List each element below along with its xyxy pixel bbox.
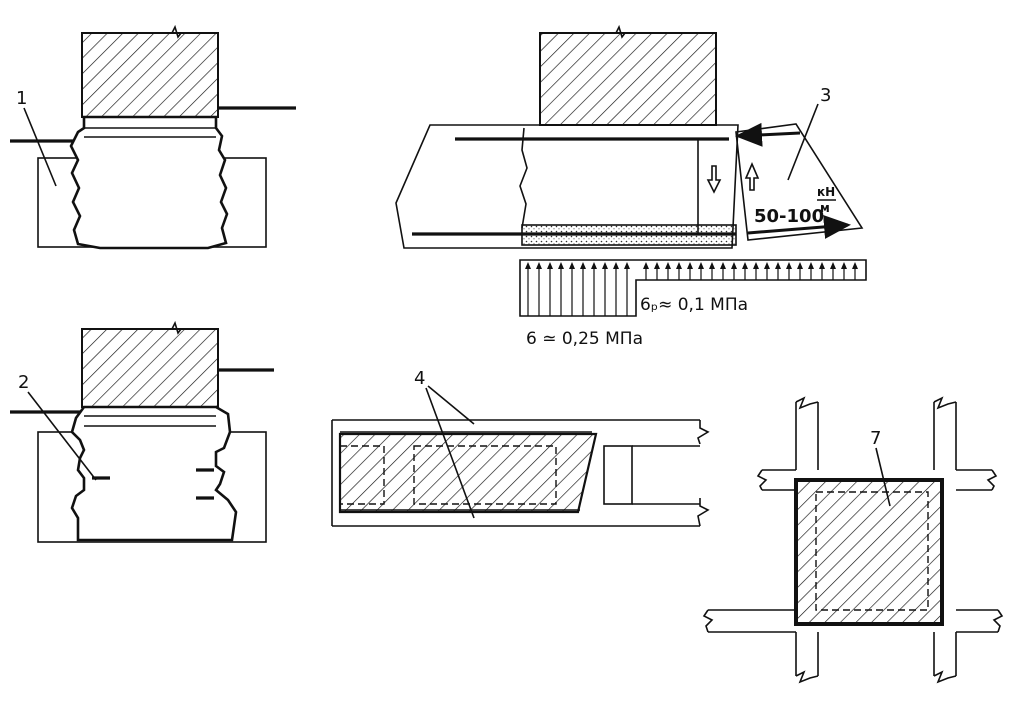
pressure-arrowhead [731,262,737,269]
pressure-arrowhead [720,262,726,269]
pressure-arrowhead [591,262,597,269]
break-mark [702,609,714,633]
force-value: 50-100 [754,206,824,227]
stress-p-label: 6ₚ≈ 0,1 МПа [640,295,748,315]
force-unit-numerator: кН [817,185,835,199]
pressure-arrowhead [687,262,693,269]
callout-1: 1 [16,88,27,109]
pressure-arrowhead [808,262,814,269]
strip-bottom-left [708,609,796,633]
pressure-arrowhead [709,262,715,269]
strip-top-right [956,469,992,491]
hatched-cell [794,478,944,626]
down-arrow-icon [706,165,722,194]
strip-left-bottom [795,632,819,676]
break-mark [795,396,819,410]
break-mark [615,24,626,39]
panel-3-prestressed-slab: 3 50-100 кН м 6ₚ≈ 0,1 МПа 6 ≃ 0,25 МПа [395,24,867,349]
pressure-arrowhead [786,262,792,269]
pressure-arrowhead [797,262,803,269]
foundation-left-edge [519,127,528,229]
leader-3 [787,103,819,181]
pressure-arrows-high [525,262,630,316]
pressure-arrowhead [742,262,748,269]
leader-7 [875,447,891,507]
pressure-arrowhead [764,262,770,269]
pressure-arrowhead [698,262,704,269]
dashed-inner-left [339,445,385,505]
break-mark [795,670,819,684]
pressure-arrowhead [676,262,682,269]
pressure-arrowhead [841,262,847,269]
hatched-column [81,328,219,408]
strip-right-bottom [933,632,957,676]
pressure-arrowhead [547,262,553,269]
pressure-arrowhead [624,262,630,269]
leader-1 [23,107,57,187]
break-mark-right [697,498,710,527]
break-mark [171,24,182,39]
pressure-diagram [519,259,867,317]
break-mark [933,670,957,684]
panel-7-grid-cell: 7 [702,396,1004,684]
pressure-arrowhead [602,262,608,269]
beam-opening [603,445,633,505]
hatched-beam [338,432,598,514]
strip-right-top [933,402,957,470]
strip-left-top [795,402,819,470]
break-mark [986,469,998,491]
pressure-arrowhead [525,262,531,269]
slab-outline [395,124,739,249]
pressure-arrowhead [665,262,671,269]
pressure-arrowhead [643,262,649,269]
callout-4: 4 [414,368,425,389]
panel-1-pile-widening: 1 [10,24,296,250]
leader-4a [427,385,475,425]
break-mark [933,396,957,410]
pressure-arrowhead [580,262,586,269]
widened-foundation [69,115,229,250]
pressure-arrowhead [852,262,858,269]
pressure-arrowhead [569,262,575,269]
pressure-outline [519,259,867,317]
hatched-column [81,32,219,118]
pressure-arrowhead [654,262,660,269]
pressure-arrowhead [830,262,836,269]
strip-bottom-right [956,609,998,633]
pressure-arrows-low [643,262,858,280]
break-mark [171,320,182,335]
leader-2 [27,391,97,481]
pressure-arrowhead [558,262,564,269]
dashed-inner-main [413,445,557,505]
tendon-arrow-top [735,122,801,147]
panel-2-pile-reinforcement: 2 [10,320,274,543]
stress-label: 6 ≃ 0,25 МПа [526,329,643,349]
pressure-arrowhead [536,262,542,269]
break-mark [756,469,768,491]
leader-4b [425,387,475,519]
pressure-arrowhead [753,262,759,269]
dashed-inner-cell [815,491,929,611]
break-mark [992,609,1004,633]
callout-7: 7 [870,428,881,449]
callout-2: 2 [18,372,29,393]
slab-wedge [735,123,864,241]
panel-4-beam-section: 4 [331,368,710,527]
pressure-arrowhead [775,262,781,269]
pressure-arrowhead [819,262,825,269]
tendon-arrow-bottom [747,214,851,239]
hatched-column [539,32,717,126]
reinforced-foundation [70,405,238,542]
pressure-arrowhead [613,262,619,269]
force-unit-denominator: м [820,201,830,215]
strip-top-left [762,469,796,491]
up-arrow-icon [744,161,760,191]
break-mark-right [697,420,710,445]
callout-3: 3 [820,85,831,106]
